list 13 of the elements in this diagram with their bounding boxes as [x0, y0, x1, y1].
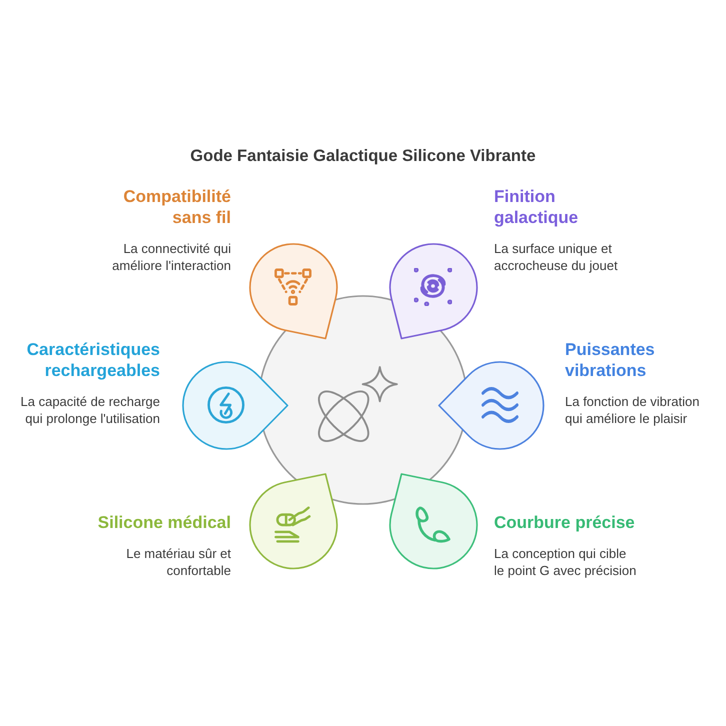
feature-description: Le matériau sûr et confortable	[125, 545, 231, 579]
feature-title: Compatibilité sans fil	[122, 186, 231, 228]
feature-title: Silicone médical	[96, 512, 231, 533]
feature-description: La connectivité qui améliore l'interaction	[111, 240, 231, 274]
feature-title: Courbure précise	[494, 512, 636, 533]
feature-description: La fonction de vibration qui améliore le plaisir	[565, 393, 700, 427]
feature-title: Caractéristiques rechargeables	[26, 339, 160, 381]
feature-title: Finition galactique	[494, 186, 580, 228]
feature-description: La capacité de recharge qui prolonge l'utilisation	[20, 393, 160, 427]
diagram-title: Gode Fantaisie Galactique Silicone Vibrante	[190, 147, 536, 166]
feature-description: La surface unique et accrocheuse du jouet	[494, 240, 619, 274]
feature-title: Puissantes vibrations	[565, 339, 656, 381]
feature-description: La conception qui cible le point G avec précision	[494, 545, 638, 579]
